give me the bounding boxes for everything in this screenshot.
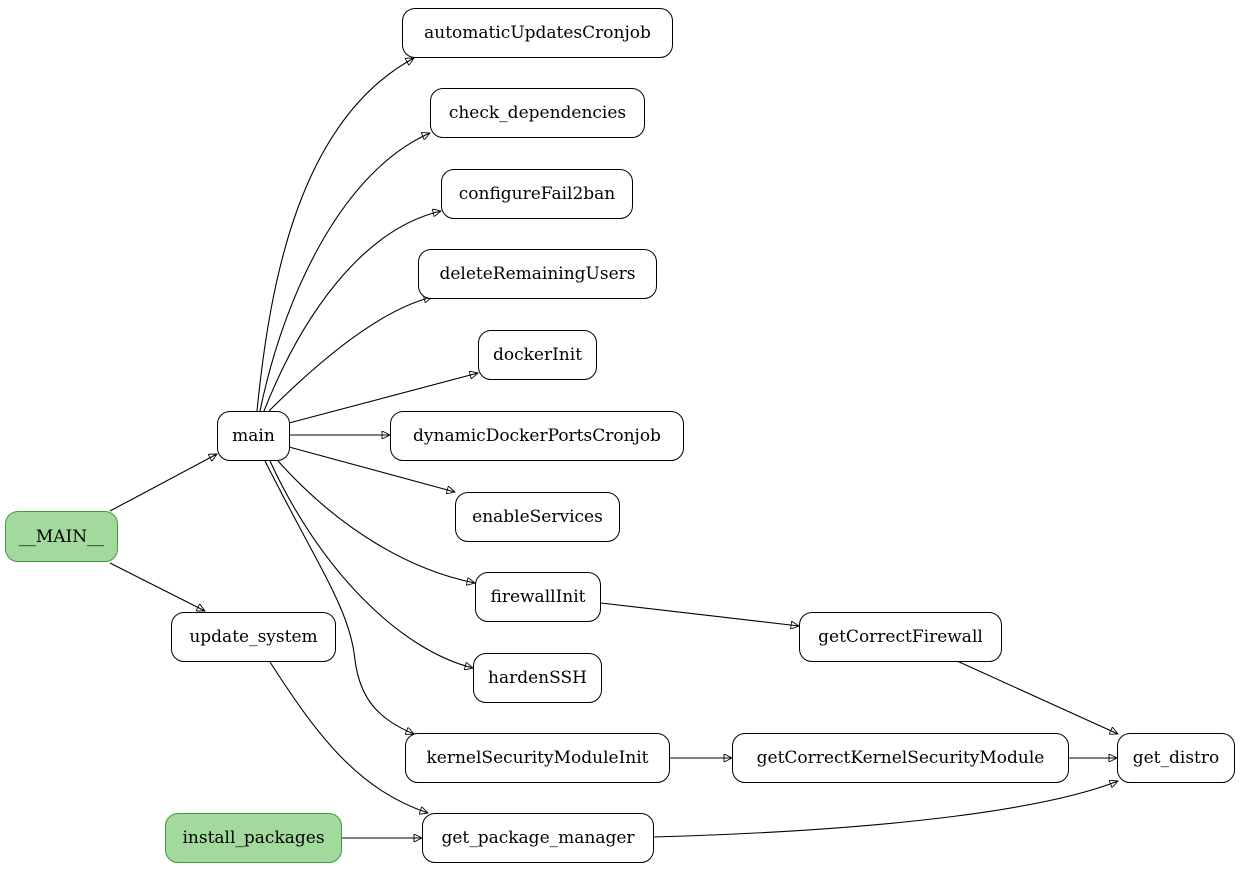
edge-main-entry-to-update-system: [109, 562, 205, 612]
edge-get-correct-firewall-to-get-distro: [956, 660, 1118, 734]
edge-main-to-firewall-init: [277, 460, 475, 583]
node-main-entry: __MAIN__: [5, 511, 118, 562]
edge-update-system-to-get-package-manager: [269, 661, 428, 813]
node-dynamic-docker-ports-cronjob: dynamicDockerPortsCronjob: [390, 411, 684, 461]
edge-main-to-automatic-updates: [256, 57, 414, 412]
node-check-dependencies: check_dependencies: [430, 88, 645, 138]
edge-main-entry-to-main: [109, 453, 217, 512]
edge-main-to-docker-init: [288, 373, 478, 424]
node-firewall-init: firewallInit: [475, 572, 601, 622]
node-harden-ssh: hardenSSH: [473, 653, 602, 703]
node-enable-services: enableServices: [455, 492, 620, 542]
node-get-correct-firewall: getCorrectFirewall: [799, 612, 1002, 662]
edge-main-to-harden-ssh: [269, 460, 473, 668]
edge-main-to-check-dependencies: [259, 133, 430, 412]
edge-main-to-kernel-init: [264, 460, 414, 734]
node-main: main: [217, 411, 290, 461]
node-install-packages: install_packages: [165, 813, 342, 863]
node-automatic-updates-cronjob: automaticUpdatesCronjob: [402, 8, 673, 58]
edge-firewall-init-to-get-correct-firewall: [600, 602, 799, 626]
node-get-package-manager: get_package_manager: [422, 813, 654, 863]
edge-main-to-delete-users: [268, 297, 432, 412]
node-configure-fail2ban: configureFail2ban: [441, 169, 633, 219]
node-get-distro: get_distro: [1117, 733, 1235, 783]
edge-main-to-configure-fail2ban: [263, 211, 441, 412]
node-get-correct-kernel-security-module: getCorrectKernelSecurityModule: [732, 733, 1069, 783]
node-kernel-security-module-init: kernelSecurityModuleInit: [405, 733, 670, 783]
node-update-system: update_system: [171, 612, 336, 662]
node-delete-remaining-users: deleteRemainingUsers: [418, 249, 657, 299]
edge-main-to-enable-services: [288, 446, 455, 492]
edge-get-package-manager-to-get-distro: [653, 781, 1118, 838]
node-docker-init: dockerInit: [478, 330, 597, 380]
